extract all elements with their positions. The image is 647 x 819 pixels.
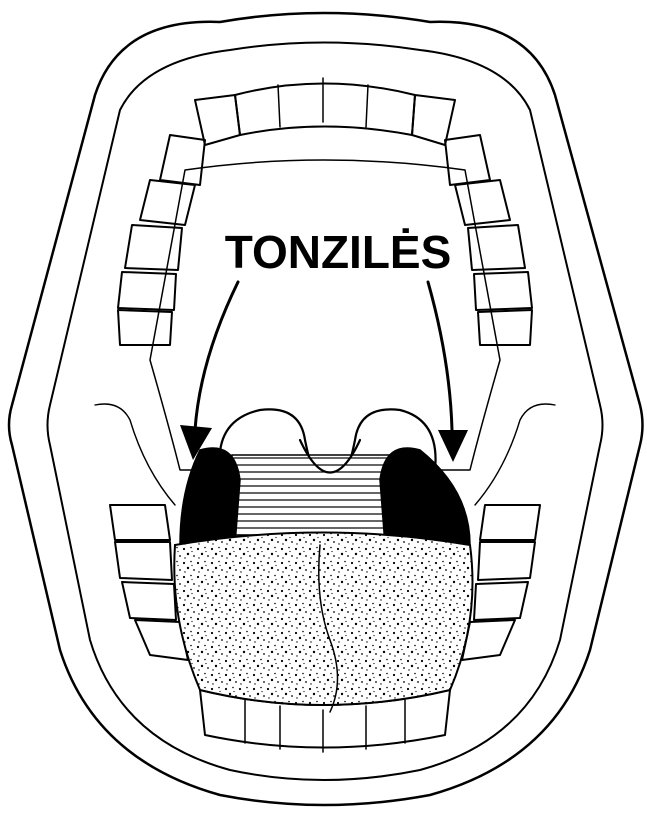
upper-teeth xyxy=(118,78,532,345)
tonsil-left xyxy=(180,448,240,545)
tonsils-label: TONZILĖS xyxy=(225,226,452,278)
arrow-right xyxy=(428,282,468,462)
tonsil-right xyxy=(380,448,470,545)
cheek-line-right xyxy=(475,404,555,505)
palate xyxy=(150,160,500,470)
cheek-line-left xyxy=(95,404,175,505)
arrow-left xyxy=(180,282,238,460)
